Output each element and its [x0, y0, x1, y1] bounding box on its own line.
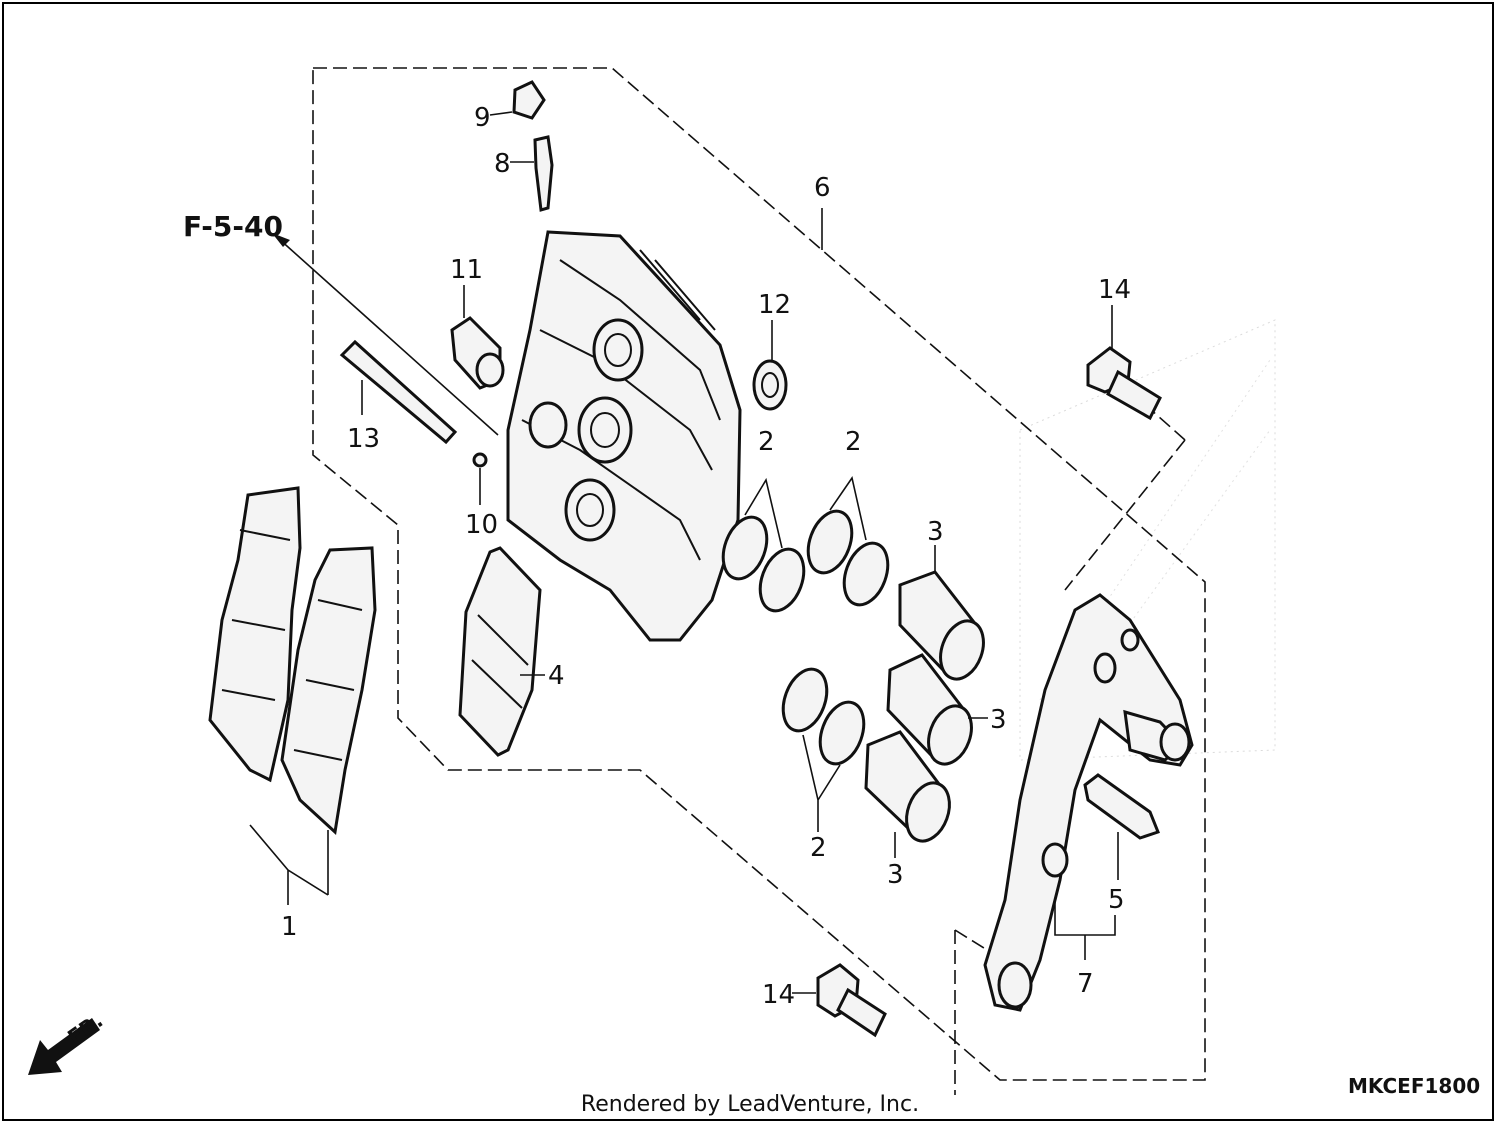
callout-9: 9 [474, 103, 491, 133]
bleeder-cap [489, 80, 546, 120]
reference-arrow [272, 233, 499, 436]
pin-sleeve [450, 285, 505, 390]
callout-2c: 2 [810, 833, 827, 863]
caliper-assembly-boundary [312, 67, 1206, 1081]
callout-1: 1 [281, 912, 298, 942]
callout-11: 11 [450, 255, 483, 285]
brake-pad-inner [208, 486, 302, 783]
pad-leader [249, 824, 329, 905]
callout-8: 8 [494, 149, 511, 179]
render-credit: Rendered by LeadVenture, Inc. [580, 1092, 920, 1117]
callout-3a: 3 [927, 517, 944, 547]
bracket-assembly-boundary [954, 399, 1186, 1095]
callout-3c: 3 [887, 860, 904, 890]
callout-5: 5 [1108, 885, 1125, 915]
callout-2a: 2 [758, 427, 775, 457]
callout-4: 4 [548, 661, 565, 691]
brake-pad-outer [280, 546, 377, 835]
mounting-bolt-upper [1086, 305, 1162, 421]
callout-12: 12 [758, 290, 791, 320]
front-arrow [28, 1018, 100, 1075]
callout-10: 10 [465, 510, 498, 540]
callout-6: 6 [814, 173, 831, 203]
callout-13: 13 [347, 424, 380, 454]
pad-pin [339, 339, 458, 445]
mounting-bolt-lower [792, 963, 887, 1038]
callout-14a: 14 [1098, 275, 1131, 305]
seal-boot [752, 320, 788, 411]
bracket-pin [1083, 709, 1191, 880]
callout-3b: 3 [990, 705, 1007, 735]
piston-seals [721, 476, 890, 832]
reference-label: F-5-40 [183, 210, 283, 243]
bleeder-screw [510, 135, 554, 212]
callout-2b: 2 [845, 427, 862, 457]
callout-14b: 14 [762, 980, 795, 1010]
caliper-body [506, 230, 742, 642]
diagram-code: MKCEF1800 [1348, 1074, 1480, 1098]
watermark [1019, 319, 1276, 761]
caliper-pistons [864, 545, 988, 858]
pad-spring [458, 546, 545, 757]
plug [472, 452, 488, 505]
callout-7: 7 [1077, 969, 1094, 999]
